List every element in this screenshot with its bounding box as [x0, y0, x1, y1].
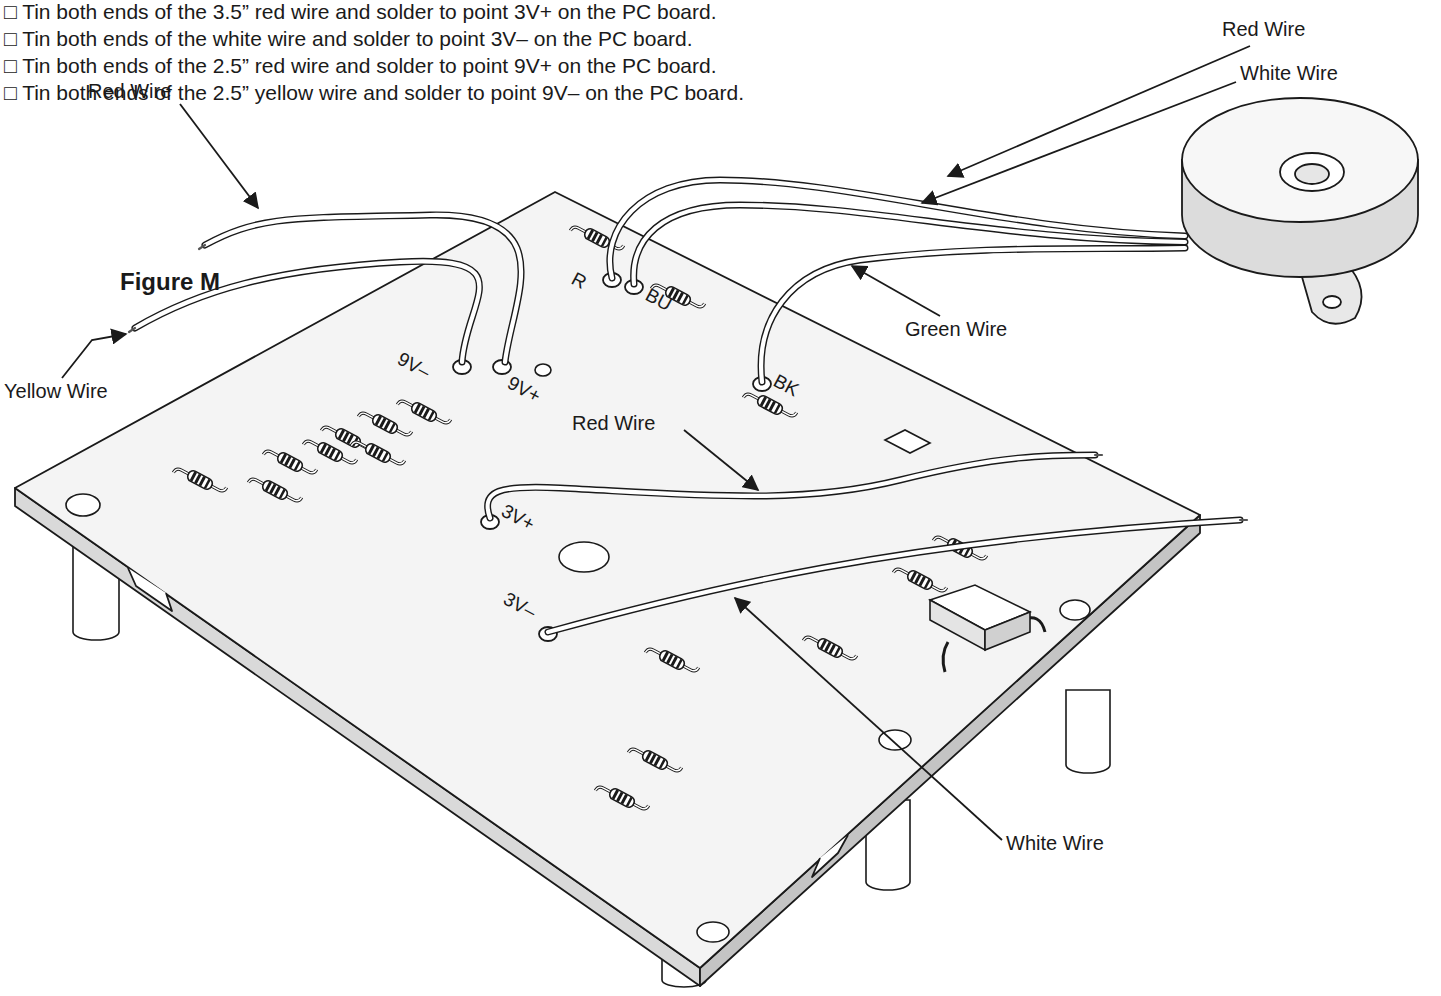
wire-callout: Green Wire	[905, 318, 1007, 341]
wire-callout: Red Wire	[572, 412, 655, 435]
instruction-step: □ Tin both ends of the 3.5” red wire and…	[4, 0, 717, 24]
pad-marking: 3V+	[498, 500, 539, 535]
pad-marking: 3V–	[500, 588, 540, 623]
capacitor-symbol	[930, 585, 1045, 672]
pad-marking: R	[568, 268, 590, 294]
instruction-step: □ Tin both ends of the 2.5” red wire and…	[4, 54, 717, 78]
wire-callout: Yellow Wire	[4, 380, 108, 403]
wire-callout: White Wire	[1240, 62, 1338, 85]
pad-marking: 9V+	[504, 372, 545, 407]
wires	[129, 180, 1247, 632]
piezo-buzzer	[1182, 98, 1418, 324]
wire-callout: Red Wire	[1222, 18, 1305, 41]
pad-marking: BU	[642, 284, 676, 316]
leader-lines	[62, 46, 1250, 840]
resistor-symbols	[173, 220, 986, 816]
pad-marking: 9V–	[394, 348, 434, 383]
pad-marking: BK	[770, 370, 803, 401]
board-holes	[66, 364, 1090, 942]
instruction-step: □ Tin both ends of the white wire and so…	[4, 27, 693, 51]
pc-board	[15, 192, 1200, 986]
wire-callout: Red Wire	[88, 80, 171, 103]
figure-label: Figure M	[120, 268, 220, 296]
wire-callout: White Wire	[1006, 832, 1104, 855]
